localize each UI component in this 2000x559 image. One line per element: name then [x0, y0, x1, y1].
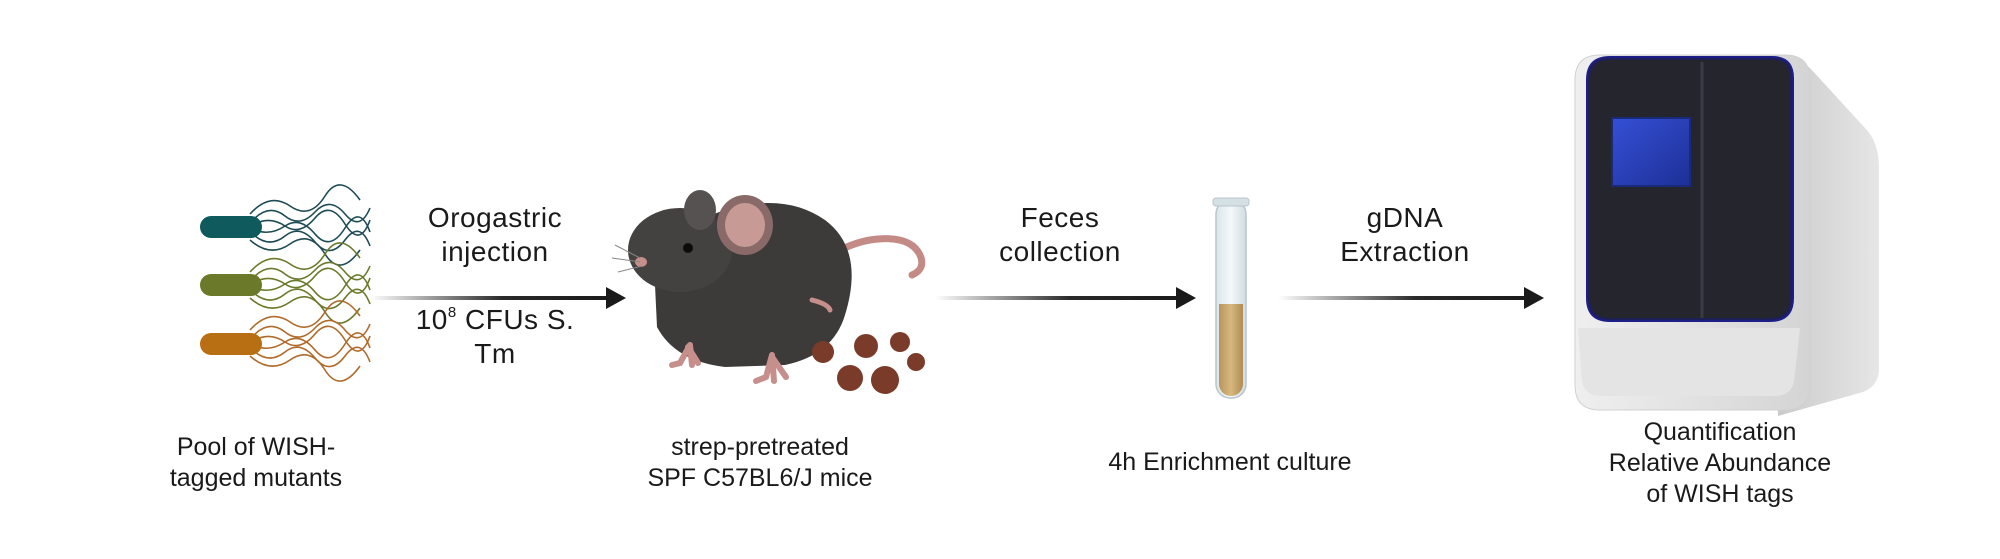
- arrow1-bottom-line2: Tm: [474, 338, 516, 369]
- step-label-mice: strep-pretreated SPF C57BL6/J mice: [620, 432, 900, 494]
- quant-label-line3: of WISH tags: [1646, 480, 1794, 508]
- mice-label-line1: strep-pretreated: [671, 433, 849, 461]
- mouse-nose: [635, 257, 647, 267]
- arrow2-top-line1: Feces: [1020, 202, 1100, 233]
- arrow1-bottom-line1: 108 CFUs S.: [395, 303, 595, 337]
- bacterium-3-body: [200, 333, 262, 355]
- arrow1-top-line1: Orogastric: [427, 202, 563, 233]
- test-tube-icon: [1212, 197, 1250, 399]
- cfu-rest: CFUs S.: [456, 304, 575, 335]
- bacterium-3: [249, 300, 371, 382]
- mouse-head: [628, 208, 732, 292]
- pool-label-line1: Pool of WISH-: [176, 433, 336, 461]
- mouse-paw-front: [669, 342, 701, 368]
- arrow-injection: [370, 287, 626, 309]
- arrow-feces-collection: [935, 287, 1196, 309]
- arrow1-top-label: Orogastric injection: [400, 201, 590, 269]
- arrow-gdna-extraction: [1278, 287, 1544, 309]
- machine-screen: [1611, 117, 1691, 187]
- cfu-base: 10: [415, 304, 448, 335]
- bacteria-pool-icon: [200, 184, 371, 382]
- quant-label-line2: Relative Abundance: [1608, 449, 1832, 477]
- arrow1-top-line2: injection: [441, 236, 549, 267]
- feces-pellets-icon: [812, 332, 925, 394]
- bacterium-1: [249, 184, 371, 266]
- quant-label-line1: Quantification: [1643, 418, 1797, 446]
- bacterium-2-body: [200, 274, 262, 296]
- arrow3-top-line1: gDNA: [1366, 202, 1444, 233]
- arrow1-bottom-label: 108 CFUs S. Tm: [395, 303, 595, 371]
- bacterium-2: [249, 242, 371, 324]
- step-label-quantification: Quantification Relative Abundance of WIS…: [1580, 417, 1860, 510]
- step-label-culture: 4h Enrichment culture: [1080, 447, 1380, 478]
- mice-label-line2: SPF C57BL6/J mice: [647, 464, 873, 492]
- culture-label-line1: 4h Enrichment culture: [1108, 448, 1352, 476]
- pool-label-line2: tagged mutants: [169, 464, 343, 492]
- mouse-eye: [683, 243, 693, 253]
- cfu-exponent: 8: [447, 304, 457, 321]
- arrow3-top-label: gDNA Extraction: [1310, 201, 1500, 269]
- step-label-pool: Pool of WISH- tagged mutants: [156, 432, 356, 494]
- sequencer-machine-icon: [1574, 54, 1879, 416]
- mouse-paw-back: [753, 352, 789, 384]
- arrow2-top-label: Feces collection: [965, 201, 1155, 269]
- bacterium-1-body: [200, 216, 262, 238]
- mouse-icon: [611, 190, 926, 384]
- arrow2-top-line2: collection: [999, 236, 1121, 267]
- arrow3-top-line2: Extraction: [1340, 236, 1470, 267]
- mouse-ear-left: [684, 190, 716, 230]
